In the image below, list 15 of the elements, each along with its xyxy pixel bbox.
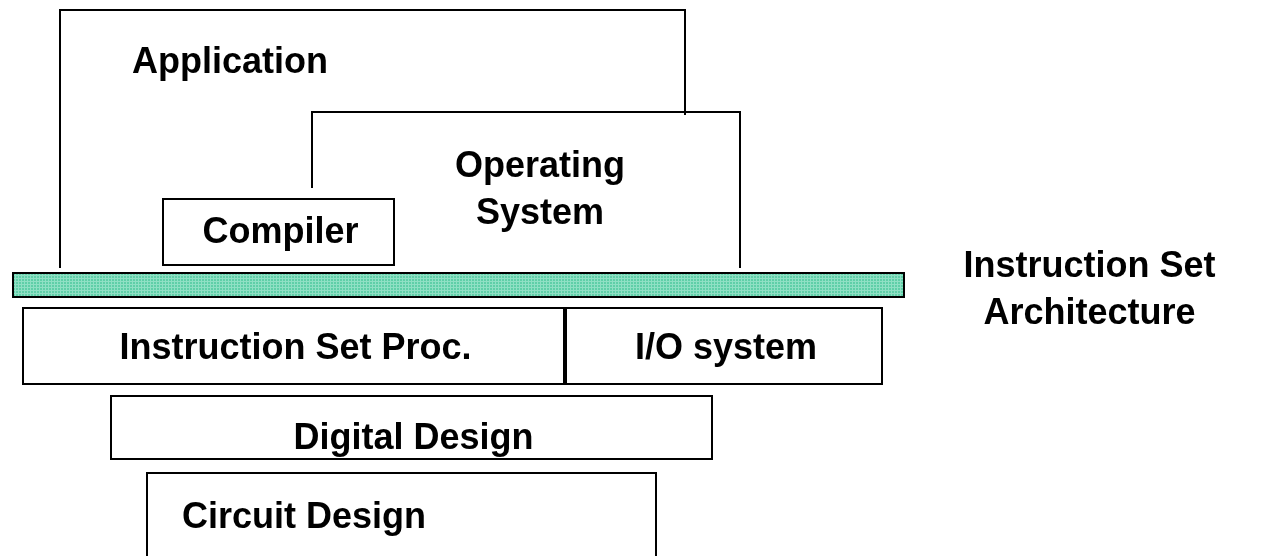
layer-box — [565, 307, 883, 385]
layer-box — [110, 395, 713, 460]
layer-label: Compiler — [201, 209, 360, 253]
layer-label: Instruction Set Proc. — [118, 325, 473, 369]
layer-label: Circuit Design — [182, 494, 427, 538]
layer-box — [162, 198, 395, 266]
layer-box — [22, 307, 565, 385]
layer-label: Application — [132, 39, 328, 83]
layer-label: Instruction Set Architecture — [962, 243, 1217, 334]
interface-bar — [12, 272, 905, 298]
layer-label: Digital Design — [292, 415, 535, 459]
layer-label: Operating System — [454, 143, 626, 234]
layer-label: I/O system — [633, 325, 819, 369]
layer-bracket — [60, 10, 685, 268]
layer-box — [146, 472, 657, 556]
